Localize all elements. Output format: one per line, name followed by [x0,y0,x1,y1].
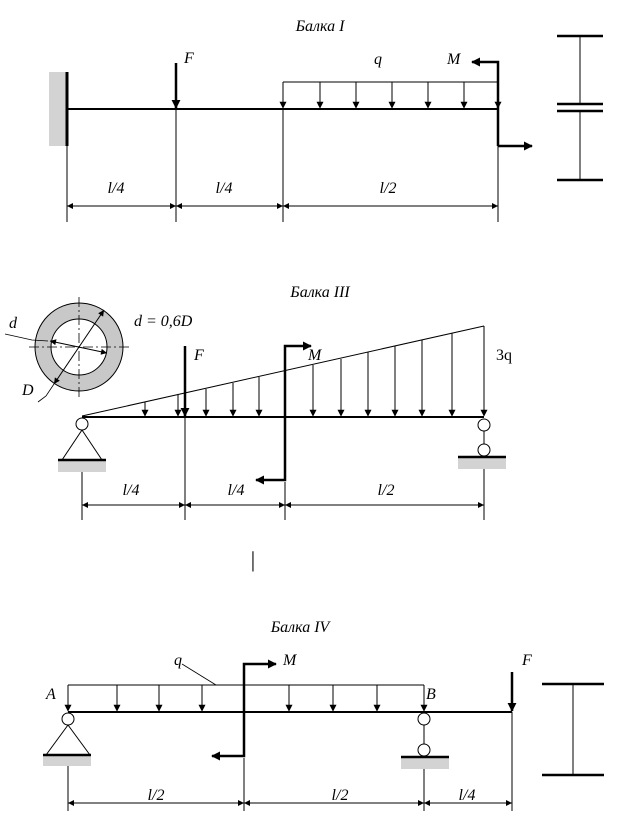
beam-3-moment [255,341,312,485]
beam-4-dim-1: l/2 [148,787,165,804]
beam-3-dim-3: l/2 [378,482,395,499]
beam-3-dim-1: l/4 [123,482,140,499]
beam-3: Балка III d D d = 0,6D [4,284,512,520]
beam-4-dim-2: l/2 [332,787,349,804]
beam-1-ibeam-section [557,34,603,182]
beam-1-dim-1: l/4 [108,180,125,197]
beam-3-ring-section [4,297,129,403]
beam-4-moment-label: M [282,652,298,669]
beam-1-dim-2: l/4 [216,180,233,197]
beam-4-support-b-label: B [426,686,436,703]
beam-1-distributed-load [279,81,502,109]
beam-4-distributed-load [64,663,428,712]
beam-4-moment [211,659,277,761]
beam-1-dim-3: l/2 [380,180,397,197]
beam-3-force-label: F [193,347,204,364]
beam-1-wall [49,72,66,146]
beam-4-title: Балка IV [270,619,332,636]
beam-1-force-label: F [183,50,194,67]
beam-3-d-label: d [9,315,18,332]
beam-4-support-b [401,712,449,769]
beam-3-ratio-label: d = 0,6D [134,313,193,330]
beam-4-support-a [43,712,91,766]
beam-1-moment [471,57,533,151]
beam-3-load-label: 3q [496,347,512,364]
beam-4-load-label: q [174,652,182,669]
beam-1-moment-label: M [446,51,462,68]
beam-4-dim-3: l/4 [459,787,476,804]
separator-mark: | [251,547,255,572]
beam-4-force-label: F [521,652,532,669]
beam-4: Балка IV q M F A [43,619,604,811]
beam-3-D-label: D [21,382,34,399]
beam-1-title: Балка I [295,18,346,35]
beam-3-pin-support [58,417,106,472]
beam-3-dim-2: l/4 [228,482,245,499]
beam-3-dimensions [81,418,485,520]
beam-1-dimensions [66,82,499,222]
beam-4-ibeam-section [542,682,604,777]
beam-1: Балка I F q M [49,18,603,222]
beam-3-title: Балка III [289,284,350,301]
beam-1-load-label: q [374,51,382,68]
beam-4-dimensions [67,712,513,811]
beam-4-support-a-label: A [45,686,56,703]
beam-3-roller-support [458,418,506,469]
beam-3-moment-label: M [307,347,323,364]
beam-3-triangular-load [81,325,488,417]
